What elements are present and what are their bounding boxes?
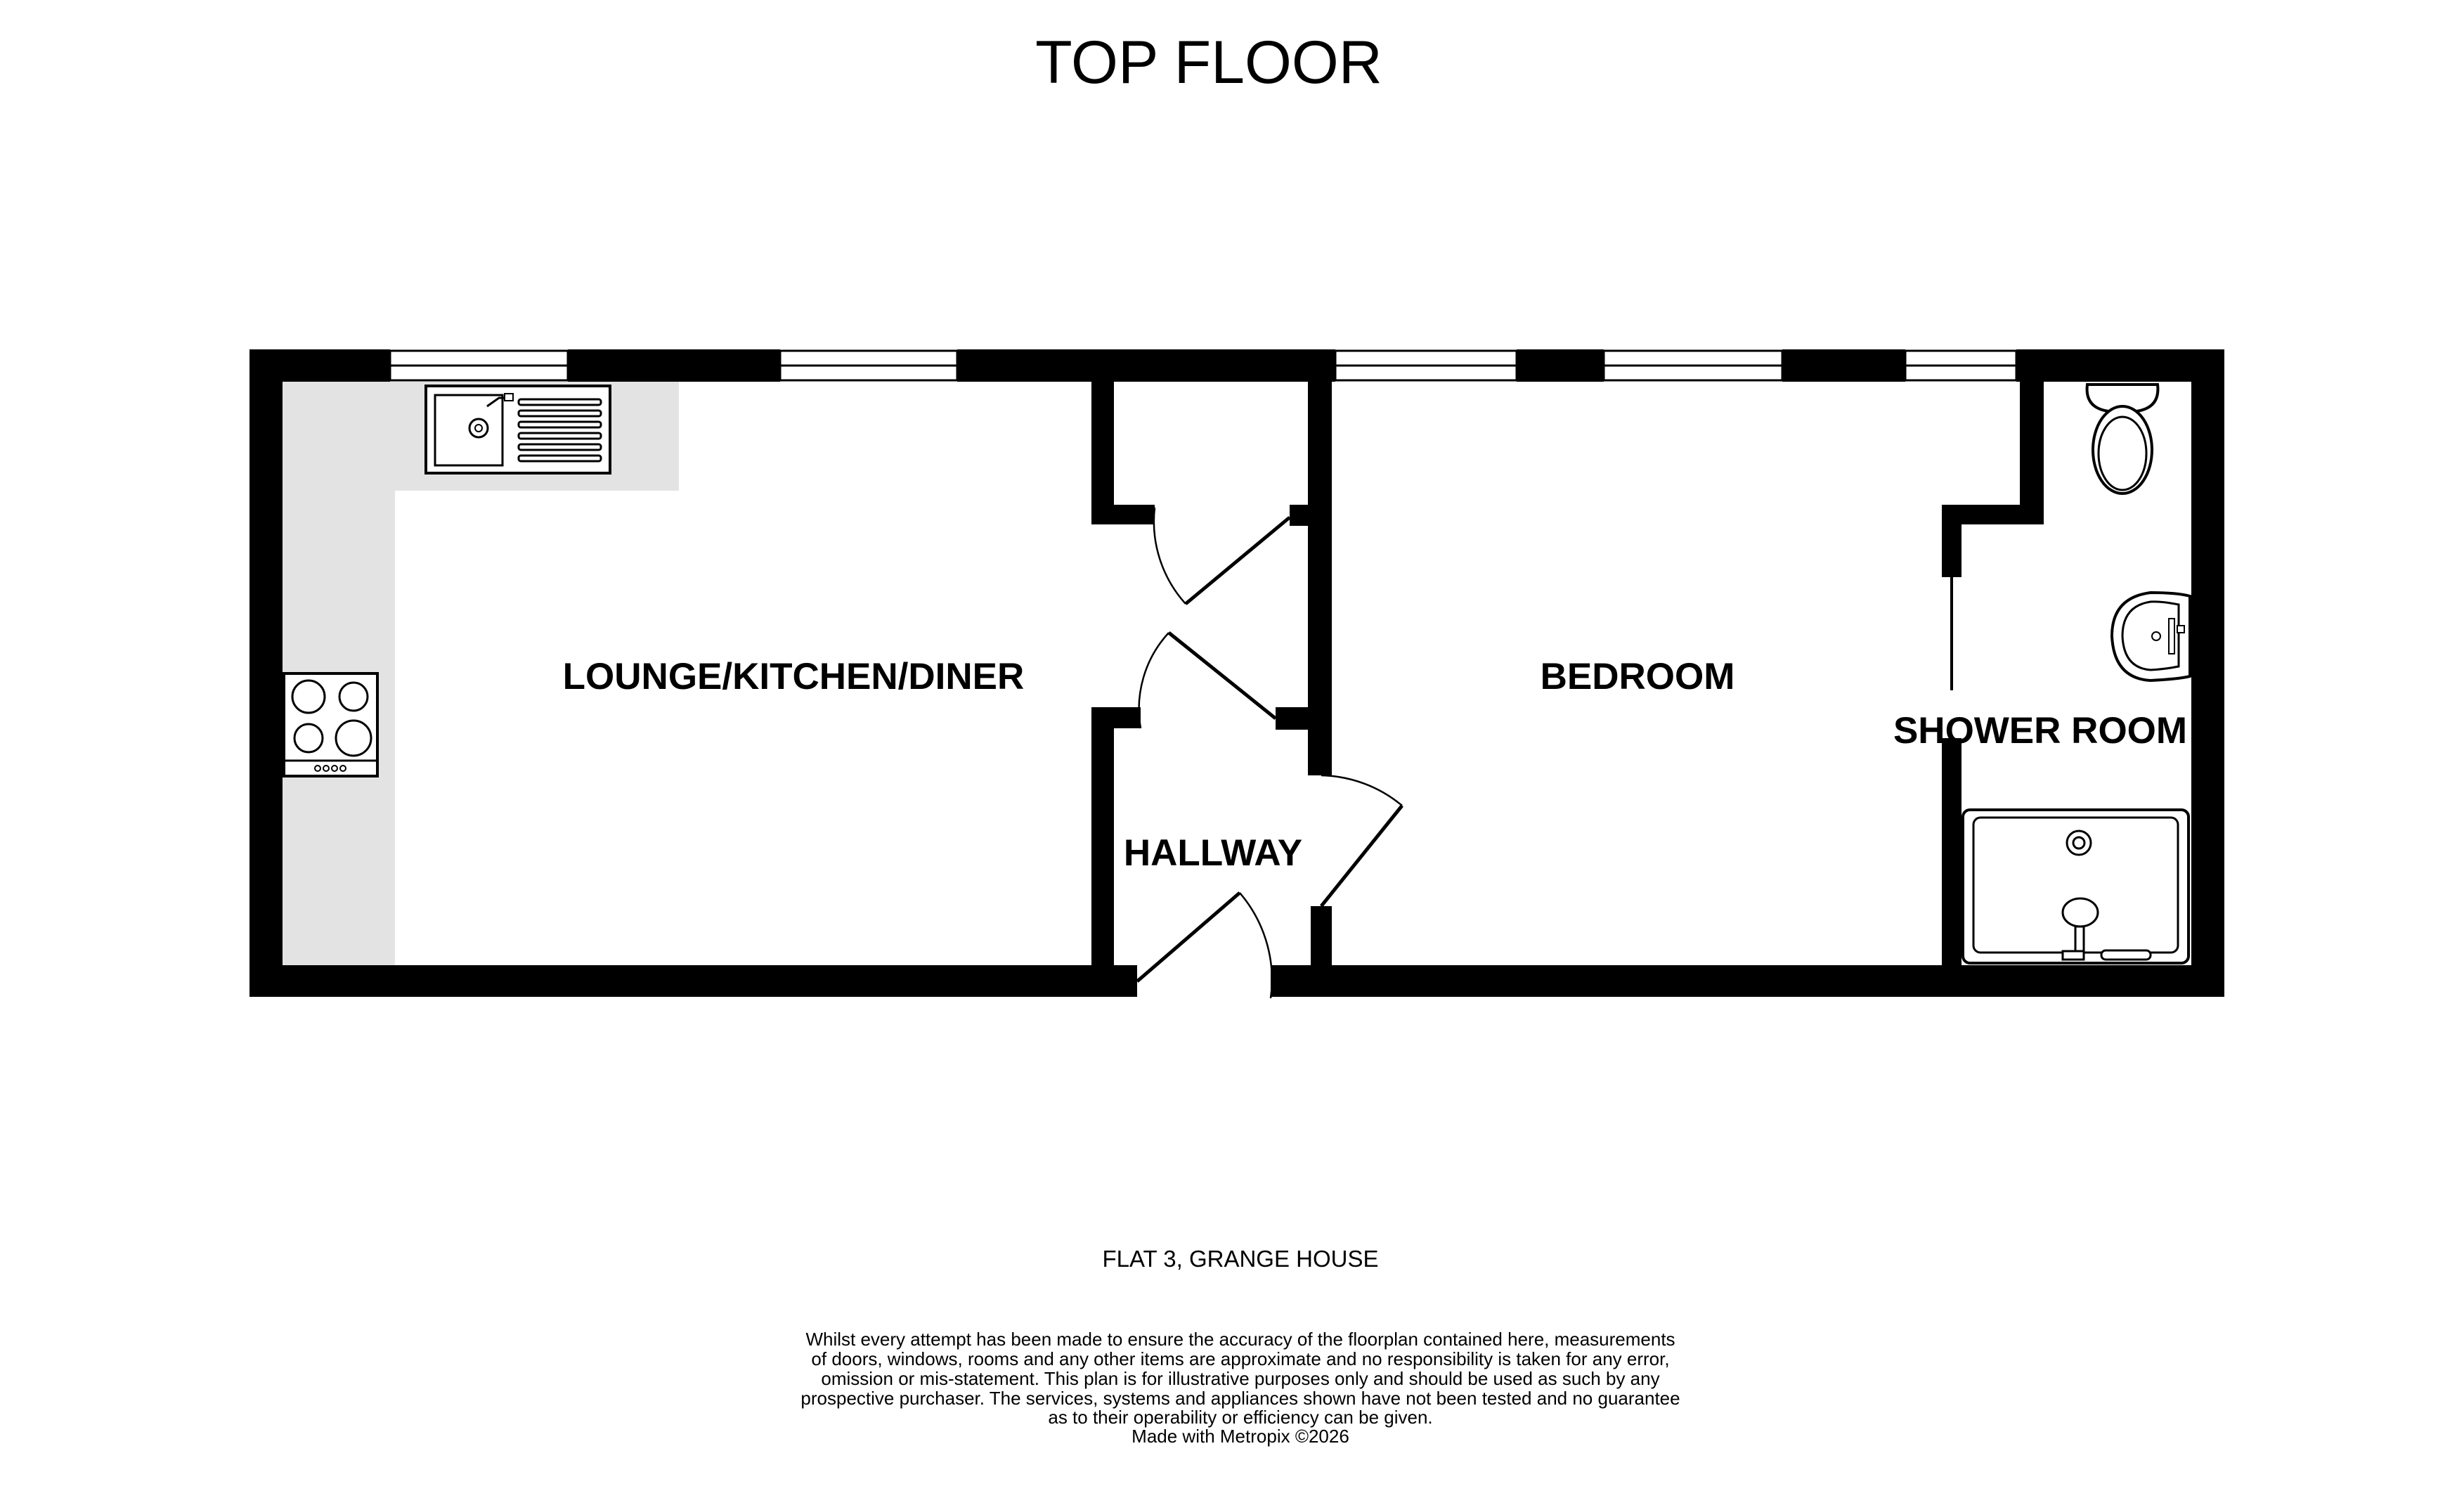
outer-walls: [249, 349, 2224, 997]
room-label-hallway: HALLWAY: [1124, 832, 1302, 874]
shower-tray-icon: [1962, 808, 2190, 964]
room-label-lounge: LOUNGE/KITCHEN/DINER: [563, 656, 1025, 697]
internal-walls: [1091, 382, 2044, 997]
doors: [1136, 507, 1953, 999]
window-bedroom-1: [1334, 349, 1518, 382]
disclaimer-line: as to their operability or efficiency ca…: [1048, 1407, 1432, 1428]
disclaimer-line: of doors, windows, rooms and any other i…: [811, 1348, 1669, 1369]
room-label-bedroom: BEDROOM: [1541, 656, 1735, 697]
room-label-shower-room: SHOWER ROOM: [1893, 710, 2187, 751]
window-bedroom-2: [1602, 349, 1784, 382]
hob-icon: [283, 672, 379, 777]
basin-icon: [2110, 591, 2191, 683]
window-shower-room: [1904, 349, 2018, 382]
windows: [389, 349, 2018, 382]
window-lounge-2: [779, 349, 959, 382]
disclaimer: Whilst every attempt has been made to en…: [800, 1329, 1680, 1447]
door-entrance: [1136, 891, 1273, 999]
disclaimer-line: prospective purchaser. The services, sys…: [800, 1388, 1680, 1409]
disclaimer-line: Whilst every attempt has been made to en…: [805, 1329, 1675, 1350]
property-address: FLAT 3, GRANGE HOUSE: [1102, 1246, 1378, 1272]
door-bedroom: [1320, 774, 1403, 908]
door-lounge: [1138, 631, 1277, 729]
toilet-icon: [2085, 383, 2160, 495]
drainer-icon: [517, 398, 602, 463]
window-lounge-1: [389, 349, 569, 382]
sink-icon: [424, 385, 611, 475]
disclaimer-line: omission or mis-statement. This plan is …: [821, 1368, 1659, 1389]
door-cupboard: [1153, 507, 1291, 605]
floor-title: TOP FLOOR: [1035, 29, 1382, 96]
disclaimer-credit: Made with Metropix ©2026: [1132, 1426, 1349, 1447]
